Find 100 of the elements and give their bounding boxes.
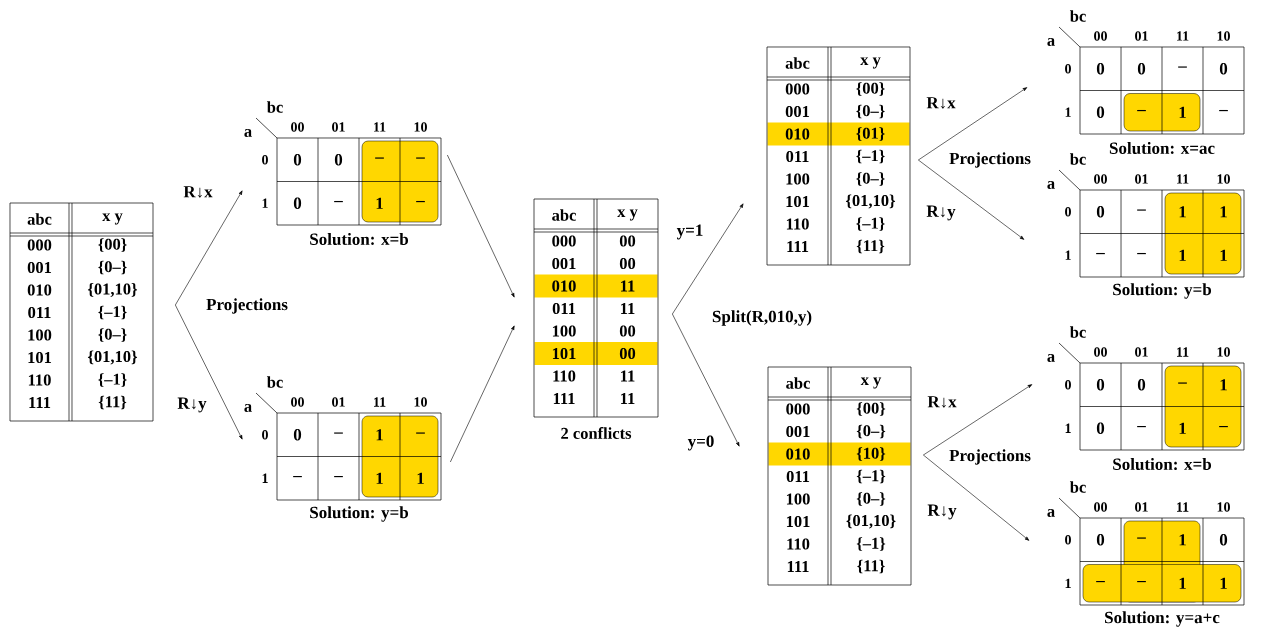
arrow xyxy=(447,154,515,298)
table-cell: 110 xyxy=(787,538,810,550)
edge-label: R↓x xyxy=(926,395,958,409)
table-cell: {01,10} xyxy=(87,350,138,365)
column-label: 10 xyxy=(1217,502,1230,512)
branch-label: Split(R,010,y) xyxy=(712,310,812,326)
solution-caption: Solution: y=b xyxy=(310,506,409,522)
column-label: 00 xyxy=(1094,502,1107,512)
column-label: 00 xyxy=(291,122,304,132)
table-cell: {–1} xyxy=(98,373,127,387)
edge-label: y=0 xyxy=(686,434,716,452)
column-label: 11 xyxy=(1177,347,1189,357)
column-header: x y xyxy=(860,57,881,69)
table-cell: 110 xyxy=(553,370,576,382)
table-cell: {0–} xyxy=(98,260,127,275)
table-cell: 010 xyxy=(786,448,810,460)
table-cell: 111 xyxy=(787,241,809,252)
table-cell: 11 xyxy=(621,393,635,404)
table-cell: 11 xyxy=(621,280,635,292)
column-label: 01 xyxy=(1135,31,1148,41)
table-cell: {00} xyxy=(856,402,886,416)
arrow xyxy=(175,190,243,306)
arrow xyxy=(450,325,515,463)
table-cell: {11} xyxy=(98,395,127,410)
branch-label: Projections xyxy=(949,152,1031,168)
row-label: 0 xyxy=(262,155,268,165)
table-cell: 111 xyxy=(553,393,575,404)
table-cell: 011 xyxy=(552,302,576,315)
column-label: 01 xyxy=(332,397,345,407)
row-label: 1 xyxy=(1065,423,1071,433)
table-cell: {01,10} xyxy=(846,194,896,209)
table-cell: 00 xyxy=(619,235,636,247)
table-cell: {0–} xyxy=(98,328,127,342)
table-cell: {0–} xyxy=(856,492,886,506)
row-label: 0 xyxy=(1065,207,1071,217)
variable-label: bc xyxy=(1069,153,1086,165)
table-cell: {–1} xyxy=(856,537,886,551)
column-label: 01 xyxy=(1135,347,1148,357)
row-label: 0 xyxy=(1065,380,1071,390)
table-cell: {–1} xyxy=(856,217,885,231)
row-label: 1 xyxy=(262,198,268,208)
column-label: 10 xyxy=(414,122,427,132)
solution-caption: Solution: x=b xyxy=(310,233,409,245)
table-cell: {–1} xyxy=(856,149,885,164)
table-cell: 00 xyxy=(619,257,636,270)
table-cell: 101 xyxy=(786,195,810,208)
table-cell: 110 xyxy=(786,218,809,230)
column-header: x y xyxy=(860,377,882,389)
table-cell: {01,10} xyxy=(846,514,896,529)
table-cell: {11} xyxy=(857,559,885,574)
table-cell: {00} xyxy=(856,82,885,96)
arrow xyxy=(672,203,744,315)
variable-label: bc xyxy=(1069,10,1086,22)
table-cell: 111 xyxy=(787,561,809,572)
edge-label: y=1 xyxy=(675,223,705,241)
column-header: x y xyxy=(102,213,123,225)
variable-label: bc xyxy=(266,101,283,113)
row-label: 0 xyxy=(1065,64,1071,74)
column-label: 11 xyxy=(1177,31,1189,41)
table-cell: 00 xyxy=(619,347,636,360)
edge-label: R↓y xyxy=(925,204,957,222)
column-label: 01 xyxy=(1135,502,1148,512)
column-label: 00 xyxy=(291,397,304,407)
edge-label: R↓y xyxy=(176,396,208,414)
variable-label: bc xyxy=(1069,326,1086,338)
table-cell: 101 xyxy=(786,515,810,528)
table-cell: {10} xyxy=(856,447,886,461)
column-label: 00 xyxy=(1094,174,1107,184)
arrow xyxy=(918,87,1028,161)
table-cell: 11 xyxy=(621,370,635,382)
table-cell: 001 xyxy=(552,257,576,270)
column-label: 00 xyxy=(1094,31,1107,41)
table-cell: {11} xyxy=(856,239,885,254)
variable-label: a xyxy=(1047,509,1055,517)
column-label: 11 xyxy=(1177,502,1189,512)
table-cell: 001 xyxy=(785,105,810,118)
table-cell: {00} xyxy=(98,238,127,252)
variable-label: a xyxy=(244,404,252,412)
branch-label: Projections xyxy=(206,298,288,314)
solution-caption: Solution: y=b xyxy=(1113,283,1212,299)
arrow xyxy=(923,384,1033,456)
table-cell: 100 xyxy=(552,325,576,337)
column-label: 10 xyxy=(414,397,427,407)
table-cell: {–1} xyxy=(98,305,127,320)
column-header: abc xyxy=(27,213,52,225)
table-cell: 011 xyxy=(28,306,51,319)
solution-caption: Solution: x=b xyxy=(1113,458,1212,470)
table-cell: 100 xyxy=(28,329,52,341)
solution-caption: Solution: y=a+c xyxy=(1105,611,1220,627)
edge-label: R↓x xyxy=(925,96,957,110)
table-cell: 101 xyxy=(552,347,576,360)
table-cell: 000 xyxy=(786,403,810,415)
solution-caption: Solution: x=ac xyxy=(1109,142,1215,154)
variable-label: a xyxy=(1047,181,1055,189)
column-label: 11 xyxy=(374,122,386,132)
column-label: 10 xyxy=(1217,31,1230,41)
edge-label: R↓y xyxy=(926,503,958,521)
column-header: abc xyxy=(552,209,576,221)
column-label: 00 xyxy=(1094,347,1107,357)
row-label: 1 xyxy=(1065,107,1071,117)
